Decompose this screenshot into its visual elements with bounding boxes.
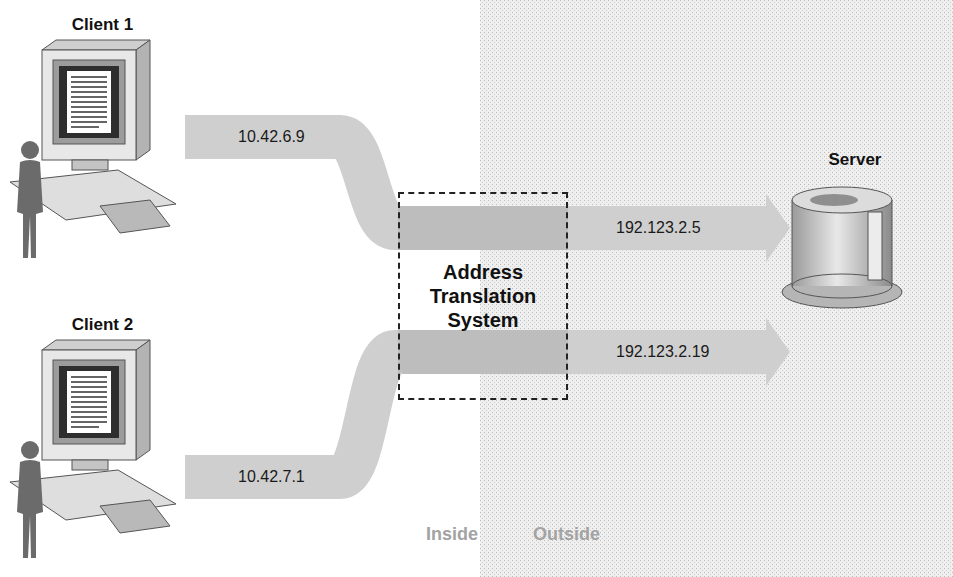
address-band bbox=[185, 137, 398, 228]
address-band bbox=[185, 352, 398, 477]
box-title: Address Translation System bbox=[406, 260, 560, 332]
address-band bbox=[568, 330, 766, 374]
region-label: Outside bbox=[533, 523, 600, 545]
server-cylinder bbox=[810, 194, 858, 206]
address-label: 10.42.6.9 bbox=[235, 127, 308, 147]
band-inside-translator bbox=[398, 206, 568, 250]
client-computer: Client 1 bbox=[20, 15, 185, 265]
server-cylinder bbox=[782, 187, 902, 308]
address-label: 192.123.2.19 bbox=[613, 342, 712, 362]
server-cylinder bbox=[792, 187, 892, 213]
server: Server bbox=[790, 150, 920, 380]
arrow-head bbox=[766, 194, 790, 262]
arrow-head bbox=[766, 318, 790, 386]
address-label: 192.123.2.5 bbox=[613, 218, 704, 238]
server-cylinder bbox=[868, 212, 882, 280]
address-band bbox=[568, 318, 790, 386]
outside-region bbox=[480, 0, 953, 577]
address-band bbox=[185, 137, 398, 228]
address-label: 10.42.7.1 bbox=[235, 467, 308, 487]
region-label: Inside bbox=[426, 523, 478, 545]
node-label: Client 2 bbox=[72, 315, 133, 335]
computer-icon bbox=[10, 40, 176, 258]
address-band bbox=[568, 206, 766, 250]
band-inside-translator bbox=[398, 330, 568, 374]
client-computer: Client 2 bbox=[20, 315, 185, 565]
translation-box: Address Translation System bbox=[398, 192, 568, 400]
node-label: Server bbox=[829, 150, 882, 170]
band-inside-translator bbox=[398, 206, 568, 374]
computer-icon bbox=[10, 340, 176, 558]
node-label: Client 1 bbox=[72, 15, 133, 35]
address-band bbox=[185, 352, 398, 477]
address-band bbox=[568, 194, 790, 262]
